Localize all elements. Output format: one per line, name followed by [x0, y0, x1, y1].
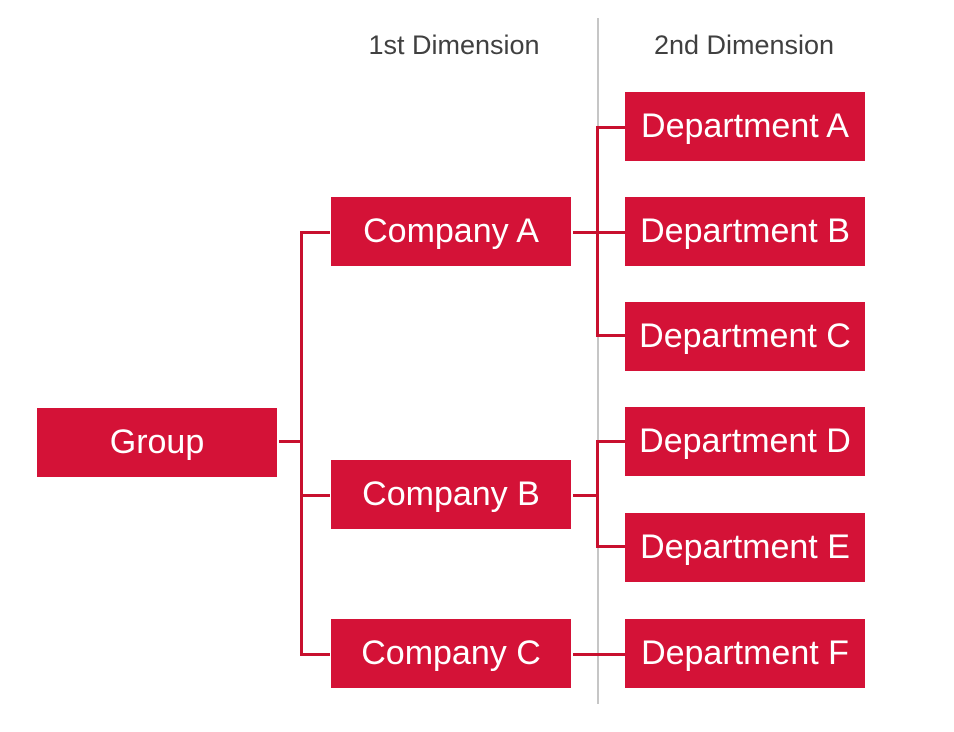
- group-box: Group: [37, 408, 277, 477]
- department-f-box: Department F: [625, 619, 865, 688]
- company-c-box: Company C: [331, 619, 571, 688]
- connector-root-trunk: [300, 231, 303, 656]
- department-b-box: Department B: [625, 197, 865, 266]
- connector-company-c-out: [573, 653, 625, 656]
- connector-company-a-out: [573, 231, 597, 234]
- department-a-box: Department A: [625, 92, 865, 161]
- dimension-divider: [597, 18, 599, 704]
- connector-root-stub: [279, 440, 301, 443]
- header-first-dimension: 1st Dimension: [368, 30, 540, 60]
- department-c-box: Department C: [625, 302, 865, 371]
- connector-company-b-stub: [300, 494, 330, 497]
- department-d-box: Department D: [625, 407, 865, 476]
- connector-company-a-stub: [300, 231, 330, 234]
- connector-department-d-stub: [596, 440, 625, 443]
- connector-company-c-stub: [300, 653, 330, 656]
- header-second-dimension: 2nd Dimension: [653, 30, 835, 60]
- connector-department-b-stub: [596, 231, 625, 234]
- company-a-box: Company A: [331, 197, 571, 266]
- department-e-box: Department E: [625, 513, 865, 582]
- connector-department-c-stub: [596, 334, 625, 337]
- connector-company-b-trunk: [596, 440, 599, 548]
- connector-department-e-stub: [596, 545, 625, 548]
- company-b-box: Company B: [331, 460, 571, 529]
- connector-department-a-stub: [596, 126, 625, 129]
- connector-company-b-out: [573, 494, 597, 497]
